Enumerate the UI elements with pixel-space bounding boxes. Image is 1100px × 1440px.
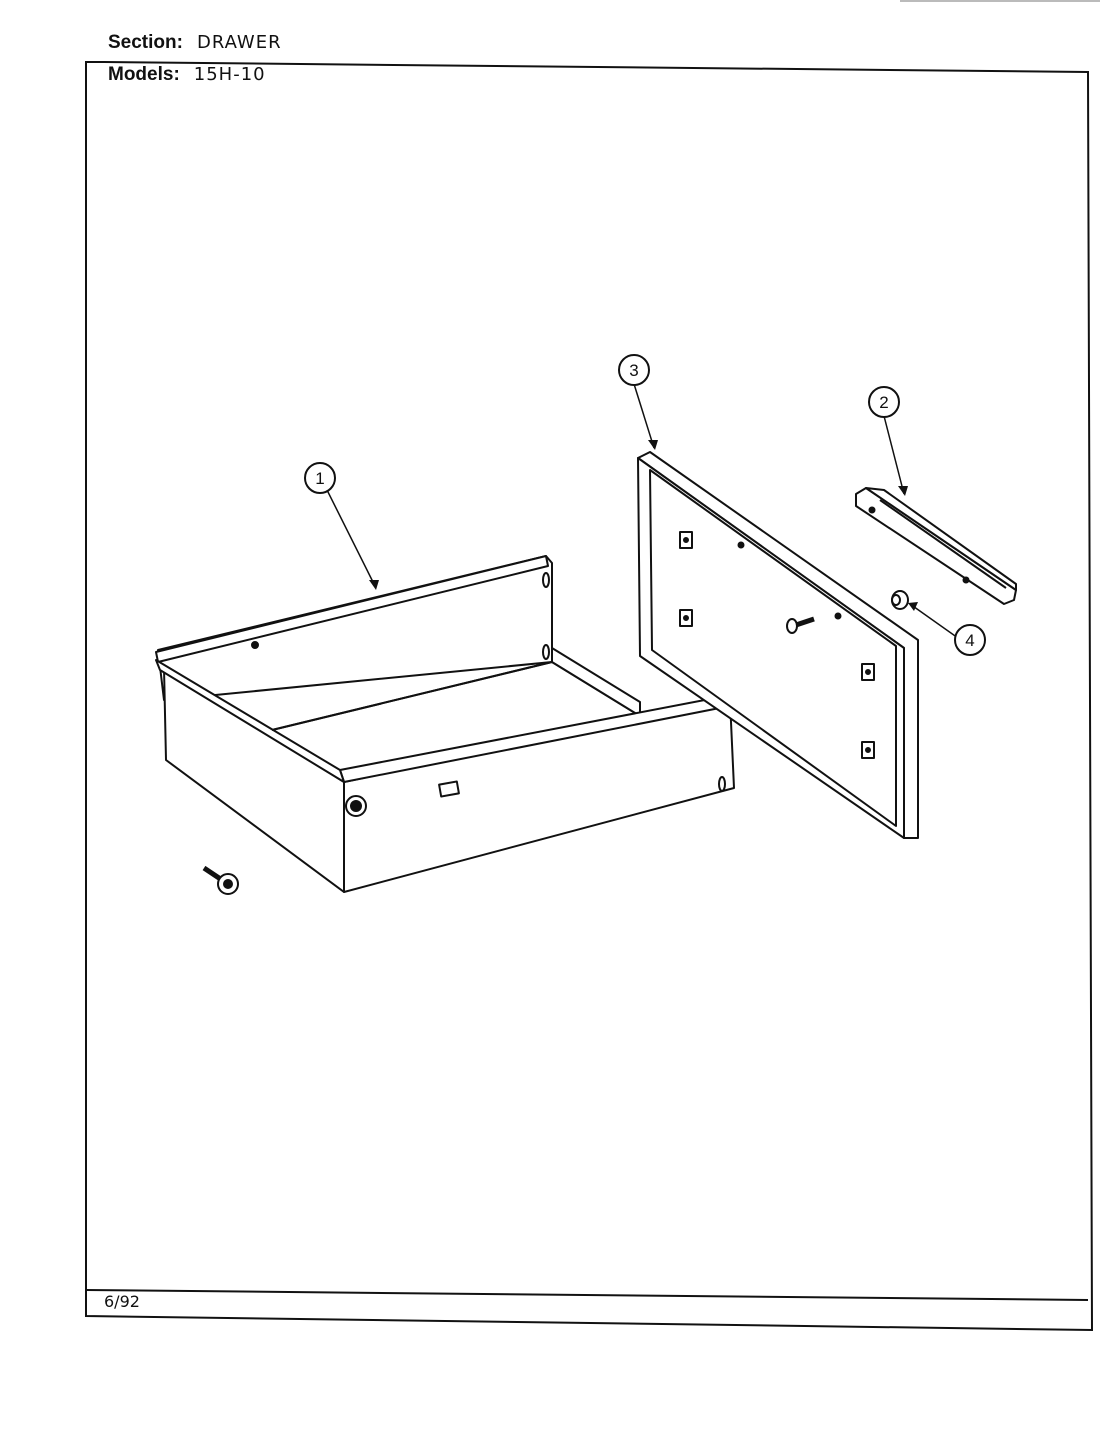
section-value: DRAWER [196,32,282,53]
footer-divider [85,1289,1089,1301]
drawer-box-part [155,555,741,893]
models-value: 15H-10 [193,64,266,85]
callout-circle-3 [618,354,650,386]
callout-1: 1 [315,469,324,488]
section-label: Section: [108,32,183,53]
callout-4: 4 [965,631,974,650]
leader-4 [909,603,959,639]
leader-1 [326,489,377,589]
callout-circle-4 [954,624,986,656]
leader-arrowheads [369,440,918,611]
callout-2: 2 [879,393,888,412]
diagram-frame [85,61,1094,1332]
drawer-handle-part [855,487,1017,605]
leader-2 [883,415,905,495]
callout-3: 3 [629,361,638,380]
scan-edge-line [900,0,1100,2]
callout-circle-2 [868,386,900,418]
drawer-front-panel-part [637,451,919,839]
callout-circle-1 [304,462,336,494]
leader-3 [633,383,655,449]
models-header: Models: 15H-10 [108,64,266,86]
spacer-nut-part [891,590,909,610]
leader-lines [326,383,959,639]
section-header: Section: DRAWER [108,32,282,54]
drawer-screw-part [202,865,239,895]
revision-date: 6/92 [104,1292,140,1311]
models-label: Models: [108,64,180,85]
